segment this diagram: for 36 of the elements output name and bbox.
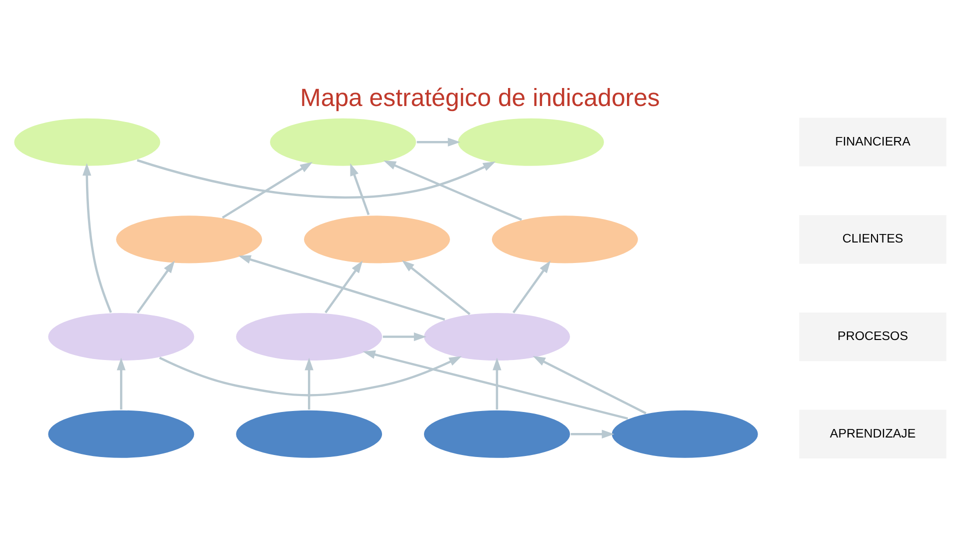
label: CLIENTES [842,232,904,246]
node-ellipse [422,312,572,362]
node-ellipse [610,409,760,460]
node-ellipse [47,312,196,362]
arrow [136,159,496,199]
arrow [402,260,470,315]
node-ellipse [490,214,640,264]
node-ellipse [302,214,452,264]
arrow [238,255,446,321]
arrow [82,163,112,313]
arrow [304,358,314,410]
arrow [416,138,460,146]
arrow [382,332,426,342]
node-ellipse [422,409,572,460]
arrow [159,356,462,396]
node-ellipse [234,312,384,362]
diagram-title: Mapa estratégico de indicadores [300,84,660,112]
arrow [350,163,370,216]
arrow [116,358,126,410]
label: FINANCIERA [835,134,910,148]
arrow [383,160,522,221]
node-ellipse [456,117,606,167]
label: PROCESOS [838,328,908,343]
arrow [324,260,363,314]
arrow [532,356,646,414]
label: APRENDIZAJE [830,426,916,440]
arrow [492,358,502,410]
arrow [222,162,313,219]
arrow [136,260,175,314]
node-ellipse [13,117,162,167]
node-ellipse [268,117,418,167]
arrow [570,430,614,438]
node-ellipse [234,409,384,460]
node-ellipse [47,409,196,460]
arrow [512,260,551,314]
arrow [362,350,628,420]
